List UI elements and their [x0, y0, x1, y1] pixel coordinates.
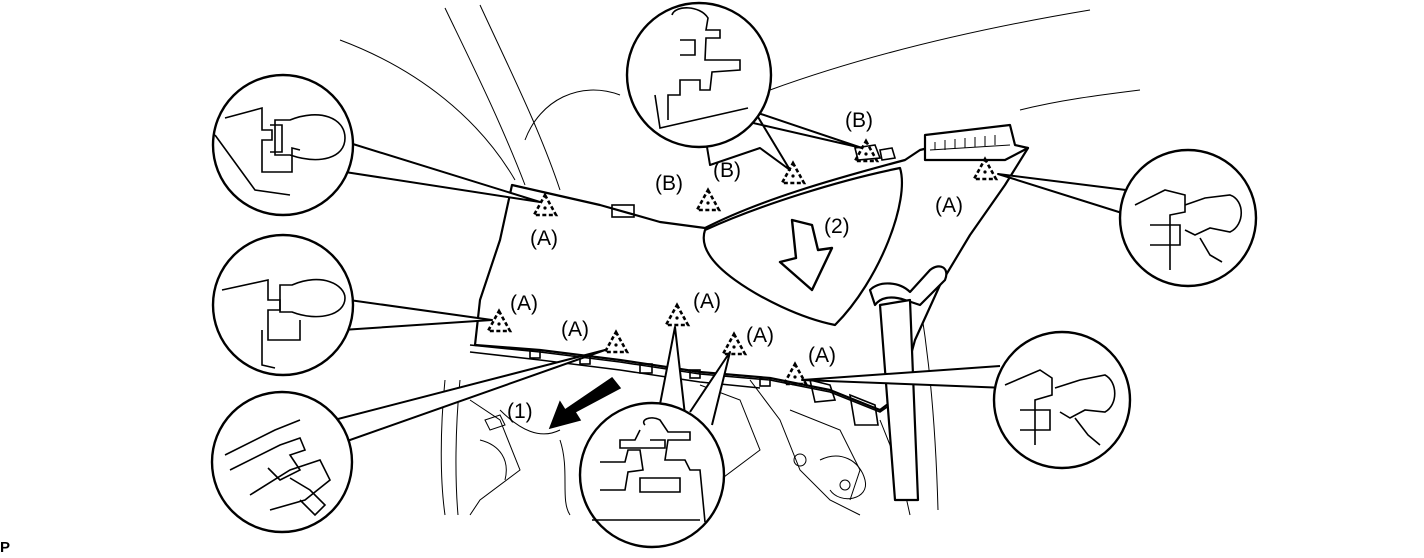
- callout-lower-left: [210, 390, 354, 534]
- callout-middle-left: [211, 233, 355, 377]
- clip-label-b: (B): [713, 159, 741, 182]
- clip-label-a: (A): [510, 292, 538, 315]
- callout-right-lower: [992, 330, 1132, 470]
- clip-label-b: (B): [845, 109, 873, 132]
- clip-label-a: (A): [746, 324, 774, 347]
- clip-label-a: (A): [561, 318, 589, 341]
- callout-upper-left: [211, 73, 355, 217]
- clip-labels: (A) (A) (A) (A) (A) (A) (A) (B) (B) (B) …: [507, 109, 963, 423]
- clip-label-b: (B): [655, 172, 683, 195]
- clip-marker-icon: [695, 188, 721, 212]
- grab-handle: [868, 265, 948, 307]
- callout-right-upper: [1118, 148, 1258, 288]
- clip-label-a: (A): [530, 227, 558, 250]
- figure-code-label: P: [0, 539, 10, 556]
- rear-header-trim: [923, 123, 1030, 162]
- callout-top-center: [625, 1, 773, 149]
- press-arrow-icon: [778, 218, 834, 292]
- step-label-1: (1): [507, 400, 533, 423]
- clip-label-a: (A): [693, 290, 721, 313]
- front-edge-tabs: [529, 349, 879, 426]
- top-tab: [611, 204, 635, 218]
- removal-arrow-icon: [548, 376, 622, 430]
- clip-label-a: (A): [808, 344, 836, 367]
- clip-label-a: (A): [935, 194, 963, 217]
- headliner-front-edge: [469, 344, 901, 413]
- vehicle-outline-lines: [339, 4, 1141, 516]
- pillar-trim: [878, 298, 920, 502]
- step-label-2: (2): [824, 215, 850, 238]
- callout-bottom-center: [578, 401, 726, 549]
- callout-leaders: [302, 111, 1127, 453]
